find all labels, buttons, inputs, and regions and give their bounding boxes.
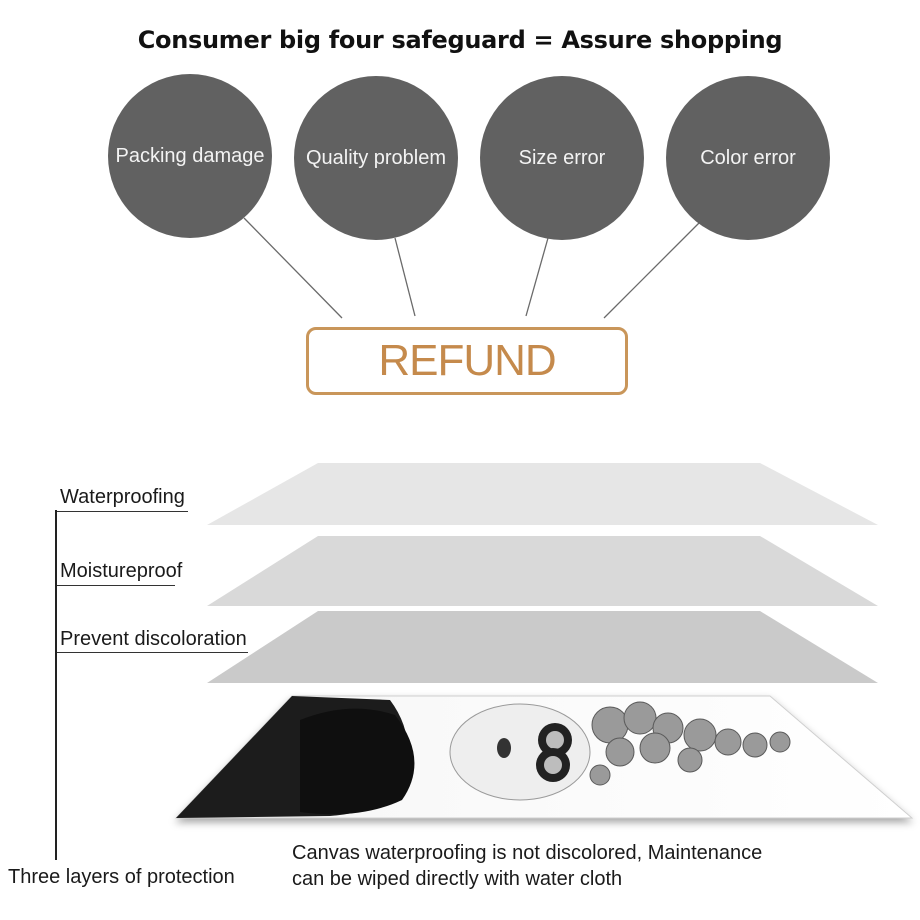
safeguard-label: Size error xyxy=(518,146,606,169)
refund-label: REFUND xyxy=(378,336,556,385)
safeguard-label: Quality problem xyxy=(305,146,447,169)
safeguard-size-error: Size error xyxy=(480,76,644,240)
page-title: Consumer big four safeguard = Assure sho… xyxy=(137,26,783,54)
three-layers-label: Three layers of protection xyxy=(8,866,235,888)
layer-label-underline xyxy=(55,511,188,512)
layer-label-waterproofing: Waterproofing xyxy=(60,486,185,508)
refund-box: REFUND xyxy=(306,327,628,395)
safeguard-color-error: Color error xyxy=(666,76,830,240)
layer-label-moistureproof: Moistureproof xyxy=(60,560,183,582)
layer-label-prevent-discoloration: Prevent discoloration xyxy=(60,628,247,650)
safeguard-quality-problem: Quality problem xyxy=(294,76,458,240)
safeguard-label: Color error xyxy=(700,146,796,169)
layer-label-underline xyxy=(55,652,248,653)
layer-prevent-discoloration xyxy=(207,611,878,683)
layer-moistureproof xyxy=(207,536,878,606)
layer-label-underline xyxy=(55,585,175,586)
bracket-line xyxy=(55,510,57,860)
caption-line-1: Canvas waterproofing is not discolored, … xyxy=(292,842,763,864)
care-caption: Canvas waterproofing is not discolored, … xyxy=(292,840,762,892)
layer-waterproofing xyxy=(207,463,878,525)
safeguard-label: Packing damage xyxy=(115,144,265,167)
safeguard-packing-damage: Packing damage xyxy=(108,74,272,238)
caption-line-2: can be wiped directly with water cloth xyxy=(292,868,623,890)
